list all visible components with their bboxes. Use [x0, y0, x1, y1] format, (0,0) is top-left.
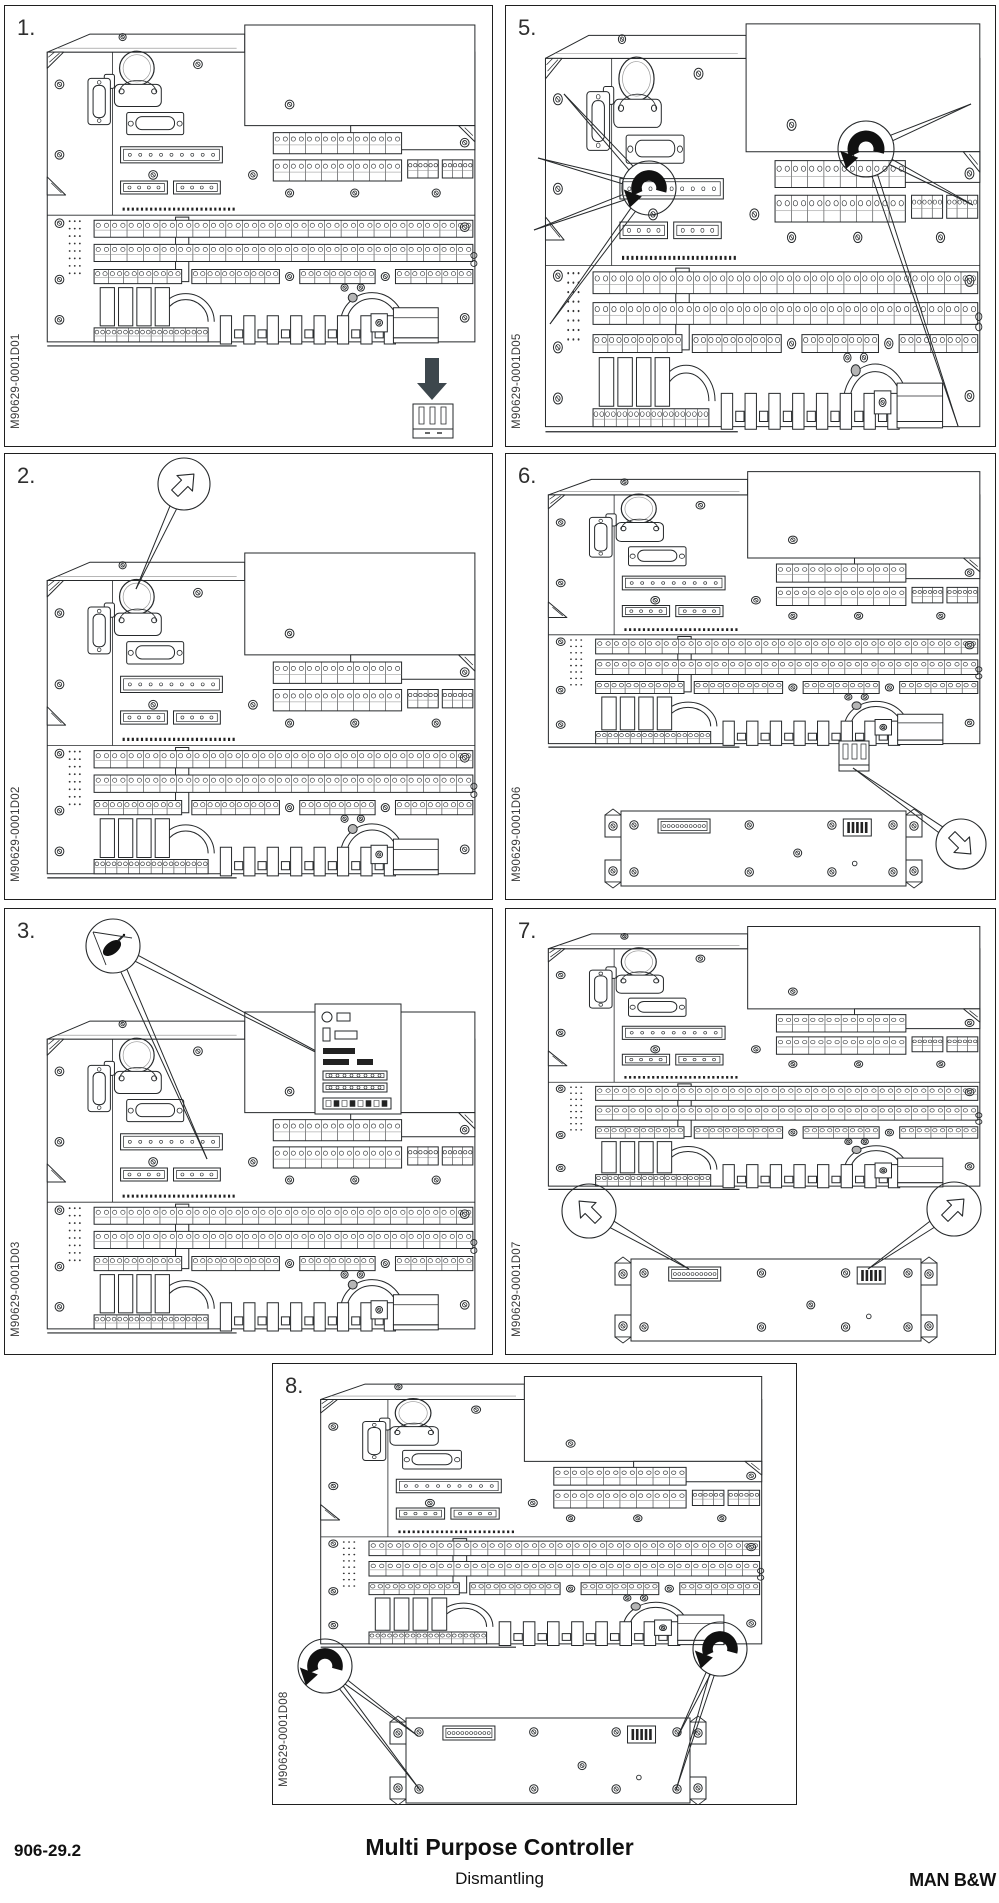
figure-id-label: M90629-0001D06	[511, 786, 523, 882]
step-panel-2: 2. M90629-0001D02	[4, 453, 493, 900]
arrow-down-icon	[417, 358, 447, 400]
step-number: 5.	[518, 15, 537, 40]
step-number: 8.	[285, 1373, 304, 1398]
step-panel-1: 1. M90629-0001D01	[4, 5, 493, 447]
figure-id-label: M90629-0001D02	[10, 786, 22, 882]
figure-id-label: M90629-0001D07	[511, 1241, 523, 1337]
arrow-up-right-circle-icon	[158, 458, 210, 510]
figure-id-label: M90629-0001D08	[278, 1691, 290, 1787]
step-panel-6: 6. M90629-0001D06	[505, 453, 996, 900]
controller-board-illustration	[5, 6, 492, 446]
rotate-counterclockwise-icon	[693, 1622, 747, 1676]
controller-board	[47, 25, 477, 346]
page-subtitle: Dismantling	[455, 1869, 544, 1888]
rotate-counterclockwise-icon	[622, 161, 676, 215]
controller-board-illustration	[5, 454, 492, 899]
step-panel-7: 7. M90629-0001D07	[505, 908, 996, 1355]
step-panel-8: 8. M90629-0001D08	[272, 1363, 797, 1805]
controller-board	[321, 1377, 764, 1648]
controller-board-illustration	[273, 1364, 796, 1804]
arrow-down-right-circle-icon	[936, 819, 986, 869]
page-title: Multi Purpose Controller	[365, 1834, 634, 1860]
bottom-plate	[390, 1716, 706, 1804]
controller-board-illustration	[5, 909, 492, 1354]
bottom-plate	[605, 809, 922, 888]
step-number: 1.	[17, 15, 36, 40]
edge-connector	[839, 741, 869, 771]
figure-id-label: M90629-0001D05	[511, 333, 523, 429]
controller-board-illustration	[506, 909, 995, 1354]
controller-board	[47, 553, 477, 878]
step-panel-5: 5. M90629-0001D05	[505, 5, 996, 447]
rotate-counterclockwise-icon	[298, 1639, 352, 1693]
controller-board	[548, 472, 982, 748]
figure-id-label: M90629-0001D01	[10, 333, 22, 429]
rotate-counterclockwise-icon	[838, 121, 894, 177]
controller-board	[548, 926, 982, 1189]
arrow-up-right-circle-icon	[927, 1182, 981, 1236]
controller-board	[545, 24, 981, 432]
brand-logo: MAN B&W	[909, 1870, 996, 1890]
marker-pen-circle-icon	[86, 919, 140, 973]
section-number: 906-29.2	[14, 1841, 82, 1860]
figure-id-label: M90629-0001D03	[10, 1241, 22, 1337]
switch-inset-panel	[315, 1004, 401, 1114]
bottom-plate	[615, 1257, 937, 1343]
controller-board	[47, 1012, 477, 1333]
controller-board-illustration	[506, 454, 995, 899]
step-panel-3: 3. M90629-0001D03	[4, 908, 493, 1355]
arrow-up-left-circle-icon	[562, 1184, 616, 1238]
step-number: 2.	[17, 463, 36, 488]
step-number: 3.	[17, 918, 36, 943]
controller-board-illustration	[506, 6, 995, 446]
step-number: 6.	[518, 463, 537, 488]
removed-plug-icon	[413, 404, 453, 438]
step-number: 7.	[518, 918, 537, 943]
